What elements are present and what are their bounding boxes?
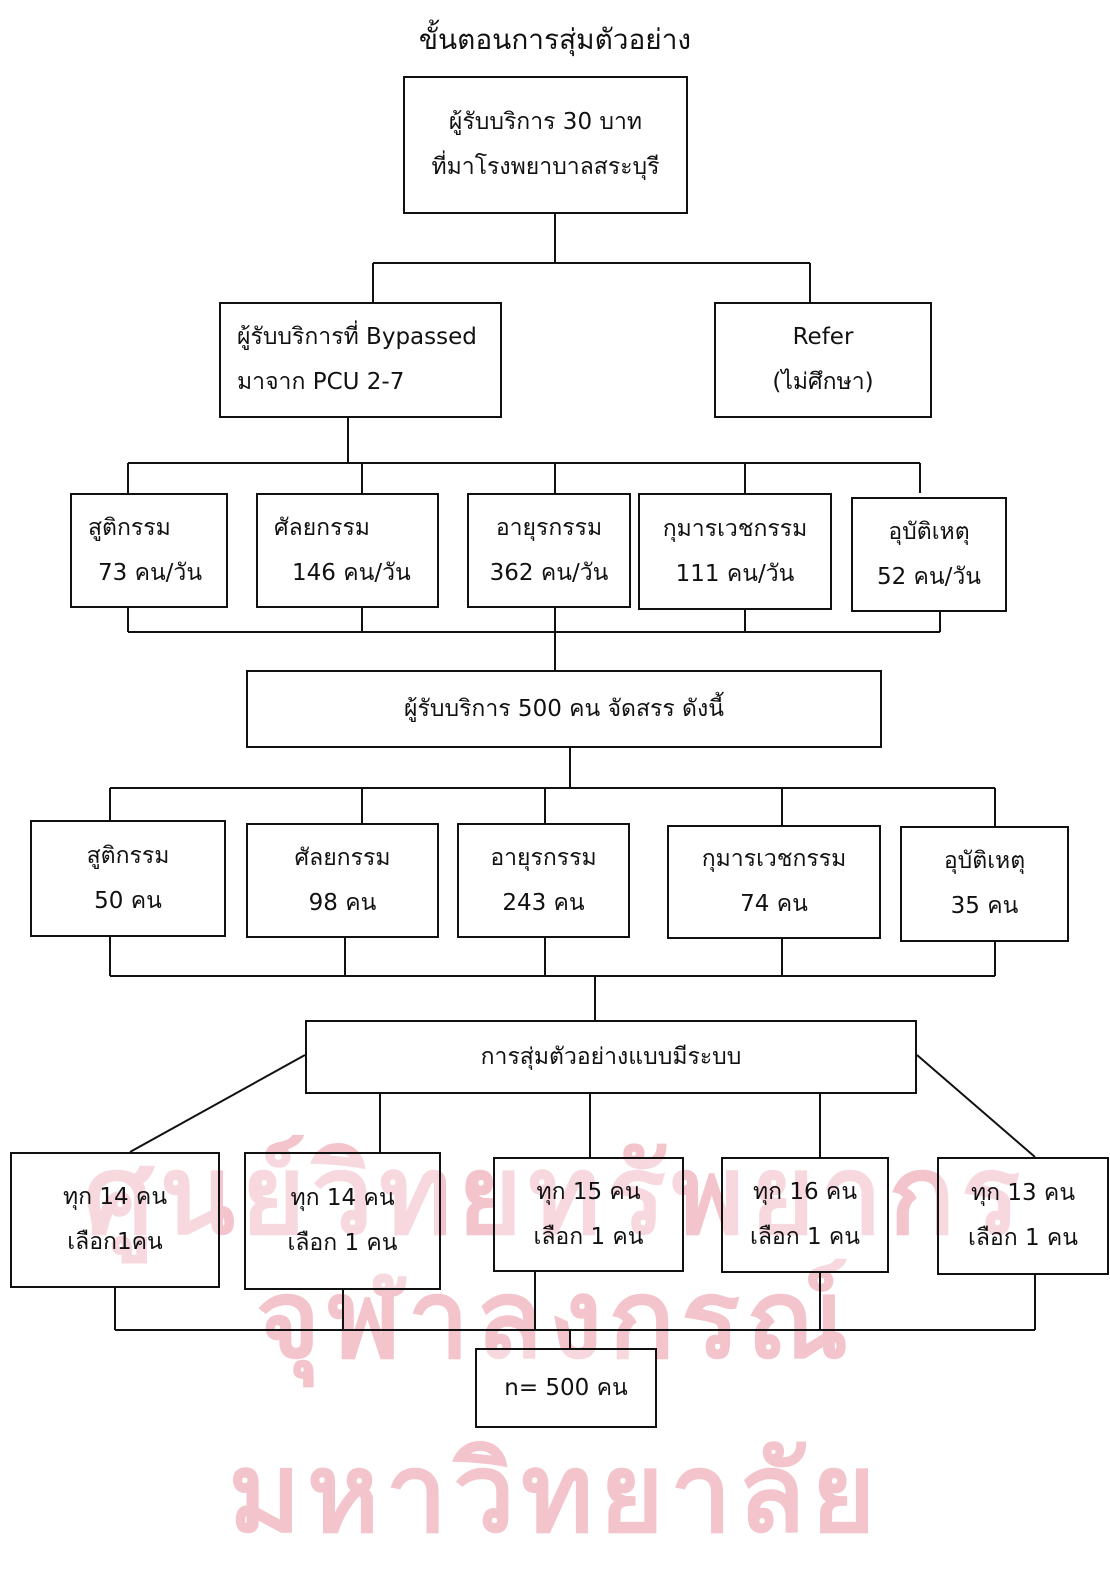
- node-interval: ทุก 16 คน เลือก 1 คน: [721, 1157, 889, 1273]
- node-label: การสุ่มตัวอย่างแบบมีระบบ: [480, 1043, 742, 1070]
- dept-name: ศัลยกรรม: [294, 844, 391, 871]
- node-dept-daily: กุมารเวชกรรม 111 คน/วัน: [638, 493, 832, 610]
- node-dept-sample: ศัลยกรรม 98 คน: [246, 823, 439, 938]
- interval-select: เลือก 1 คน: [967, 1225, 1079, 1251]
- node-bypassed: ผู้รับบริการที่ Bypassed มาจาก PCU 2-7: [219, 302, 502, 418]
- interval-every: ทุก 14 คน: [62, 1184, 168, 1211]
- node-refer: Refer (ไม่ศึกษา): [714, 302, 932, 418]
- node-interval: ทุก 14 คน เลือก 1 คน: [244, 1152, 441, 1290]
- node-interval: ทุก 15 คน เลือก 1 คน: [493, 1157, 684, 1272]
- node-label: ผู้รับบริการ 30 บาท: [448, 109, 643, 136]
- dept-name: ศัลยกรรม: [274, 514, 370, 541]
- connector-lines: [109, 214, 1036, 1348]
- node-dept-sample: กุมารเวชกรรม 74 คน: [667, 825, 881, 939]
- node-dept-daily: อายุรกรรม 362 คน/วัน: [467, 493, 631, 608]
- node-allocation: ผู้รับบริการ 500 คน จัดสรร ดังนี้: [246, 670, 882, 748]
- node-label: (ไม่ศึกษา): [772, 369, 874, 395]
- node-total: n= 500 คน: [475, 1348, 657, 1428]
- dept-count: 73 คน/วัน: [98, 559, 203, 586]
- node-label: มาจาก PCU 2-7: [237, 369, 405, 395]
- interval-select: เลือก 1 คน: [287, 1230, 398, 1256]
- dept-name: อุบัติเหตุ: [888, 518, 970, 545]
- dept-count: 52 คน/วัน: [876, 563, 982, 590]
- dept-name: กุมารเวชกรรม: [701, 846, 847, 873]
- dept-name: อายุรกรรม: [495, 514, 603, 541]
- node-label: ผู้รับบริการที่ Bypassed: [237, 324, 477, 351]
- dept-count: 98 คน: [308, 889, 377, 916]
- node-dept-sample: สูติกรรม 50 คน: [30, 820, 226, 937]
- dept-count: 74 คน: [740, 891, 808, 917]
- dept-count: 243 คน: [502, 889, 585, 916]
- interval-select: เลือก 1 คน: [749, 1224, 861, 1250]
- dept-count: 146 คน/วัน: [292, 559, 411, 586]
- node-label: n= 500 คน: [504, 1374, 628, 1401]
- node-service-recipients: ผู้รับบริการ 30 บาท ที่มาโรงพยาบาลสระบุร…: [403, 76, 688, 214]
- dept-count: 35 คน: [950, 893, 1019, 919]
- node-dept-sample: อุบัติเหตุ 35 คน: [900, 826, 1069, 942]
- interval-every: ทุก 15 คน: [536, 1178, 641, 1205]
- dept-name: กุมารเวชกรรม: [662, 515, 808, 542]
- node-dept-daily: สูติกรรม 73 คน/วัน: [70, 493, 228, 608]
- connector: [129, 1054, 306, 1153]
- node-label: ที่มาโรงพยาบาลสระบุรี: [431, 154, 660, 180]
- dept-name: สูติกรรม: [88, 514, 171, 541]
- interval-every: ทุก 13 คน: [970, 1180, 1076, 1207]
- interval-every: ทุก 14 คน: [290, 1185, 395, 1212]
- node-interval: ทุก 13 คน เลือก 1 คน: [937, 1157, 1109, 1275]
- dept-name: อายุรกรรม: [490, 844, 597, 871]
- node-label: ผู้รับบริการ 500 คน จัดสรร ดังนี้: [404, 695, 724, 722]
- node-dept-daily: ศัลยกรรม 146 คน/วัน: [256, 493, 439, 608]
- node-dept-daily: อุบัติเหตุ 52 คน/วัน: [851, 497, 1007, 612]
- node-systematic-sampling: การสุ่มตัวอย่างแบบมีระบบ: [305, 1020, 917, 1094]
- dept-count: 50 คน: [94, 887, 162, 914]
- node-interval: ทุก 14 คน เลือก1คน: [10, 1152, 220, 1288]
- node-dept-sample: อายุรกรรม 243 คน: [457, 823, 630, 938]
- interval-select: เลือก1คน: [67, 1229, 163, 1255]
- dept-name: สูติกรรม: [86, 842, 170, 869]
- dept-count: 362 คน/วัน: [489, 559, 609, 586]
- node-label: Refer: [792, 324, 854, 351]
- interval-select: เลือก 1 คน: [533, 1223, 644, 1250]
- dept-name: อุบัติเหตุ: [943, 848, 1026, 875]
- diagram-title: ขั้นตอนการสุ่มตัวอย่าง: [418, 23, 692, 56]
- connector: [916, 1054, 1036, 1158]
- interval-every: ทุก 16 คน: [752, 1179, 858, 1206]
- dept-count: 111 คน/วัน: [675, 560, 795, 587]
